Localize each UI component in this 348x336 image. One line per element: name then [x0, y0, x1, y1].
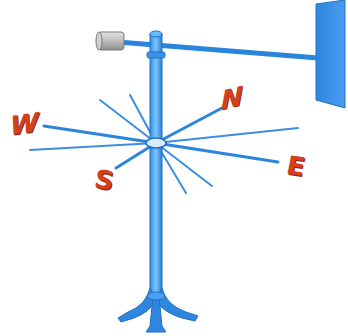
compass-letter: W: [10, 109, 39, 139]
vane-arm: [118, 42, 318, 58]
compass-letter: E: [287, 152, 305, 180]
compass-letter: S: [95, 165, 114, 194]
pole: [150, 34, 162, 296]
counterweight: [96, 32, 124, 50]
hub: [146, 138, 166, 148]
tripod-base: [118, 288, 198, 332]
compass-letter: N: [221, 82, 243, 113]
spokes: [30, 95, 298, 193]
collar: [147, 52, 165, 58]
vane-plate: [316, 0, 345, 108]
